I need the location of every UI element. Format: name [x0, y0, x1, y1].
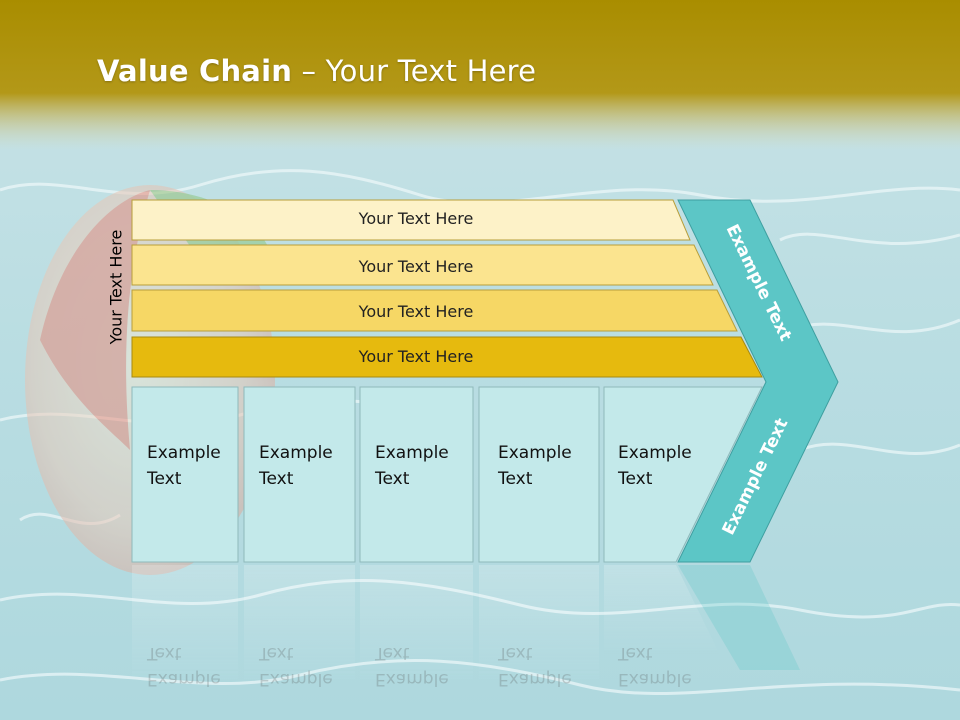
bar-1 — [131, 199, 691, 241]
activity-box-3-line1: Example — [375, 443, 449, 463]
slide-title: Value Chain – Your Text Here — [97, 54, 536, 88]
reflection-text-4b: Text — [497, 643, 533, 663]
activity-boxes: Example Text Example Text Example Text E… — [131, 386, 763, 563]
chevron-shape — [677, 199, 839, 563]
reflection-text-5b: Text — [617, 643, 653, 663]
activity-box-4-line2: Text — [497, 469, 533, 489]
bar-4-label: Your Text Here — [358, 347, 474, 366]
reflection-text-2a: Example — [259, 669, 333, 689]
bar-3 — [131, 289, 738, 332]
activity-box-1-line2: Text — [146, 469, 182, 489]
reflection-text-4a: Example — [498, 669, 572, 689]
reflection-text-5a: Example — [618, 669, 692, 689]
reflection-text-3a: Example — [375, 669, 449, 689]
bar-2-label: Your Text Here — [358, 257, 474, 276]
reflection-text-2b: Text — [258, 643, 294, 663]
reflection-text-1a: Example — [147, 669, 221, 689]
activity-box-5 — [603, 386, 763, 563]
activity-box-5-line2: Text — [617, 469, 653, 489]
activity-box-4-line1: Example — [498, 443, 572, 463]
activity-box-3-line2: Text — [374, 469, 410, 489]
reflection: Example Text Example Text Example Text E… — [132, 565, 800, 689]
bar-4 — [131, 336, 763, 378]
activity-box-1-line1: Example — [147, 443, 221, 463]
header-band — [0, 0, 960, 150]
activity-box-2-line2: Text — [258, 469, 294, 489]
bars: Your Text Here Your Text Here Your Text … — [131, 199, 763, 378]
activity-box-4 — [478, 386, 600, 563]
reflection-text-3b: Text — [374, 643, 410, 663]
activity-box-3 — [359, 386, 474, 563]
activity-box-5-line1: Example — [618, 443, 692, 463]
bar-3-label: Your Text Here — [358, 302, 474, 321]
activity-box-1 — [131, 386, 239, 563]
activity-box-2 — [243, 386, 356, 563]
title-bold: Value Chain — [97, 54, 293, 88]
activity-box-2-line1: Example — [259, 443, 333, 463]
reflection-text-1b: Text — [146, 643, 182, 663]
title-rest: – Your Text Here — [292, 54, 537, 88]
bar-1-label: Your Text Here — [358, 209, 474, 228]
bar-2 — [131, 244, 714, 286]
